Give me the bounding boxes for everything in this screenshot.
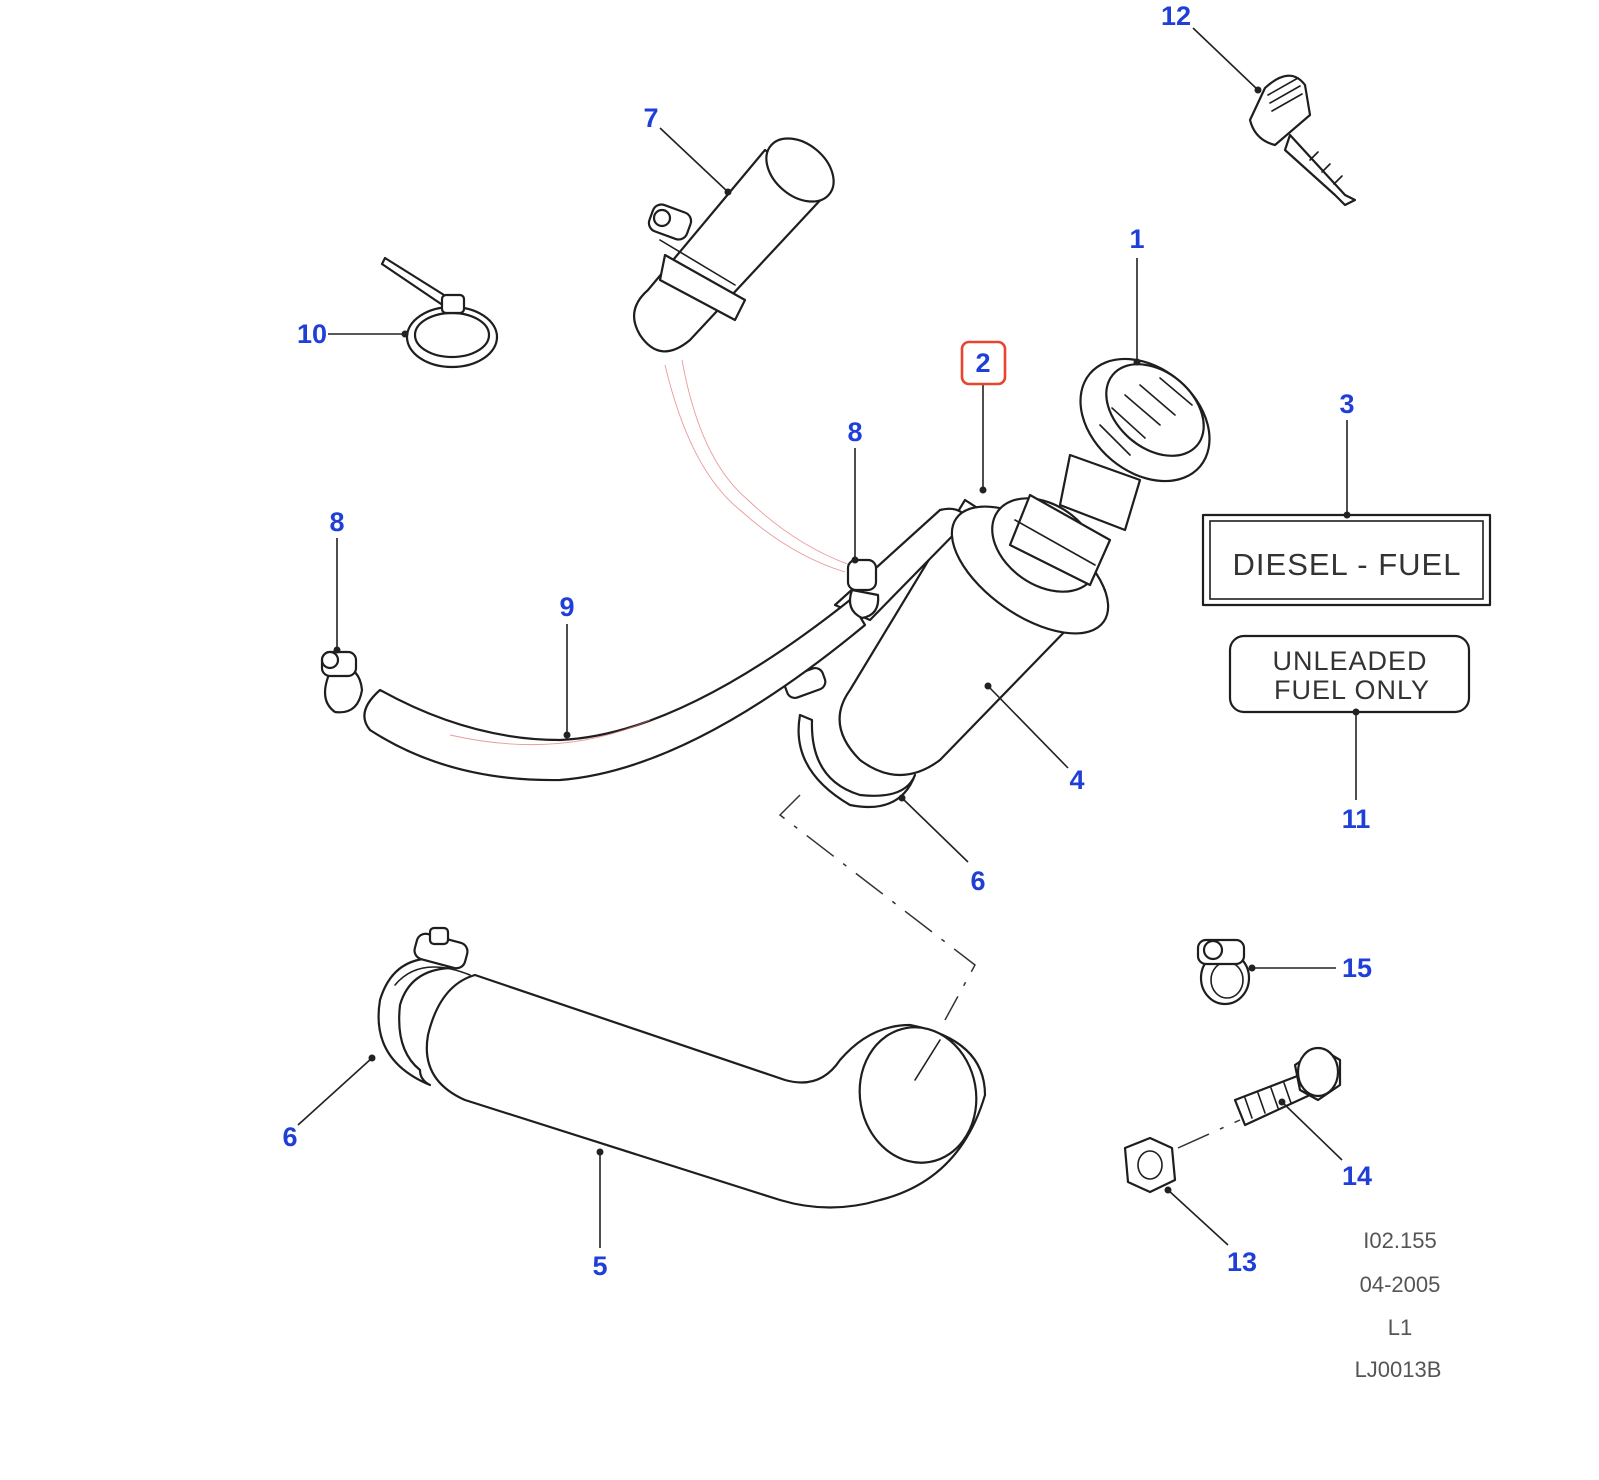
callout-11[interactable]: 11 bbox=[1342, 804, 1371, 834]
hose-clip-8-left[interactable] bbox=[320, 650, 364, 714]
decal-11-line2: FUEL ONLY bbox=[1274, 675, 1430, 705]
hose-clip-8-right[interactable] bbox=[846, 558, 880, 620]
callout-5[interactable]: 5 bbox=[592, 1251, 607, 1281]
bolt-axis-line bbox=[1177, 1119, 1241, 1149]
breather-pipe-7[interactable] bbox=[632, 126, 846, 353]
callout-1[interactable]: 1 bbox=[1129, 224, 1144, 254]
illustration-level: L1 bbox=[1388, 1315, 1412, 1340]
reference-block: I02.155 04-2005 L1 LJ0013B bbox=[1355, 1228, 1442, 1382]
callout-labels: 1 2 3 4 5 6 6 7 8 8 9 10 11 12 13 14 15 bbox=[282, 1, 1372, 1281]
callout-2-highlight bbox=[960, 340, 1007, 386]
leader-lines bbox=[297, 27, 1360, 1248]
assembly-centerline bbox=[778, 794, 976, 1021]
callout-12[interactable]: 12 bbox=[1161, 1, 1191, 31]
illustration-code: LJ0013B bbox=[1355, 1357, 1442, 1382]
elbow-hose-5[interactable] bbox=[425, 973, 987, 1209]
hose-clamp-15[interactable] bbox=[1196, 938, 1251, 1006]
callout-15[interactable]: 15 bbox=[1342, 953, 1372, 983]
callout-7[interactable]: 7 bbox=[643, 103, 658, 133]
nut-13[interactable] bbox=[1123, 1136, 1177, 1194]
callout-13[interactable]: 13 bbox=[1227, 1247, 1257, 1277]
cable-tie-10[interactable] bbox=[380, 256, 499, 369]
callout-6-upper[interactable]: 6 bbox=[970, 866, 985, 896]
assembly-hint-lines bbox=[664, 359, 851, 573]
callout-10[interactable]: 10 bbox=[297, 319, 327, 349]
callout-9[interactable]: 9 bbox=[559, 592, 574, 622]
key-12[interactable] bbox=[1248, 74, 1357, 207]
callout-3[interactable]: 3 bbox=[1339, 389, 1354, 419]
hose-clamp-6-lower[interactable] bbox=[377, 926, 471, 1087]
callout-4[interactable]: 4 bbox=[1069, 765, 1084, 795]
illustration-number: I02.155 bbox=[1363, 1228, 1436, 1253]
breather-hose-9[interactable] bbox=[363, 598, 867, 782]
callout-14[interactable]: 14 bbox=[1342, 1161, 1372, 1191]
callout-2[interactable]: 2 bbox=[975, 348, 990, 378]
filler-cap-1[interactable] bbox=[1056, 334, 1233, 532]
callout-8-left[interactable]: 8 bbox=[329, 507, 344, 537]
decal-3-text: DIESEL - FUEL bbox=[1233, 547, 1462, 582]
decal-11[interactable]: UNLEADED FUEL ONLY bbox=[1228, 634, 1471, 714]
bolt-14[interactable] bbox=[1233, 1046, 1342, 1127]
illustration-date: 04-2005 bbox=[1360, 1272, 1441, 1297]
decal-11-line1: UNLEADED bbox=[1272, 646, 1427, 676]
callout-8-right[interactable]: 8 bbox=[847, 417, 862, 447]
callout-6-lower[interactable]: 6 bbox=[282, 1122, 297, 1152]
filler-neck-4[interactable] bbox=[833, 479, 1130, 777]
decal-3[interactable]: DIESEL - FUEL bbox=[1201, 513, 1492, 607]
